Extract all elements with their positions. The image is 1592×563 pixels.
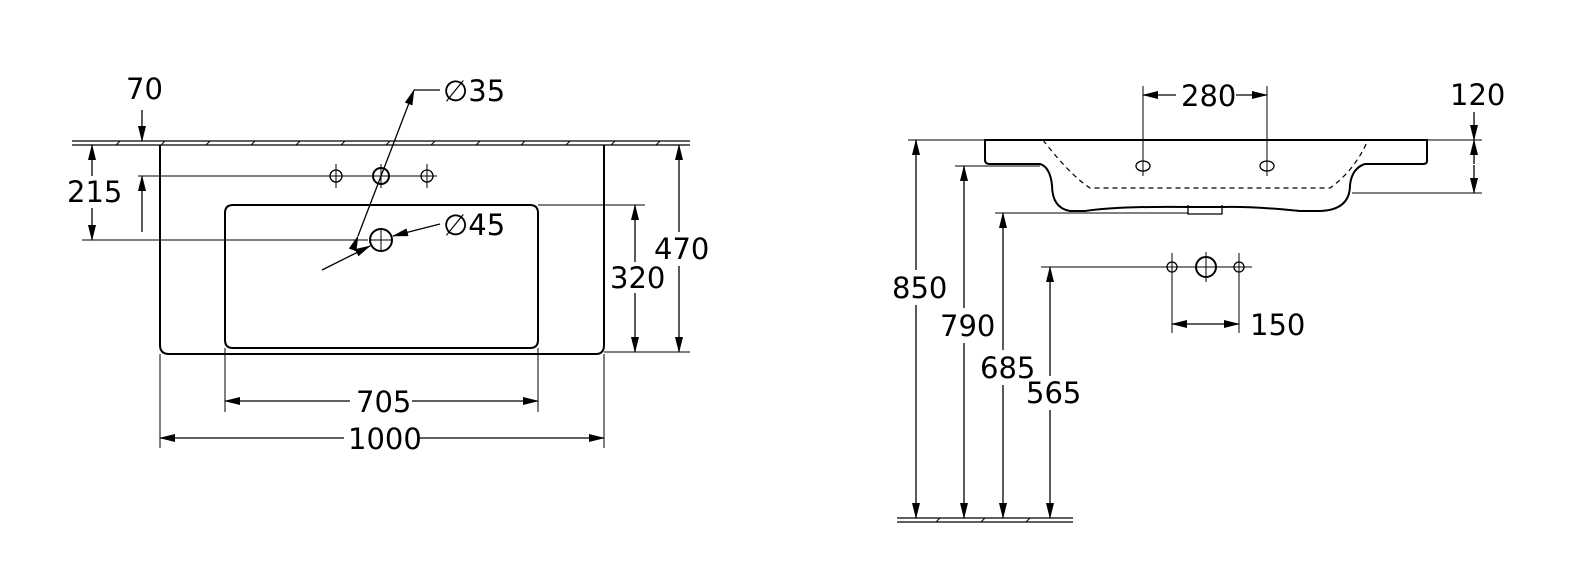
floor-to-underside-label: 790 [940,309,995,343]
floor-line [897,517,1073,523]
basin-section [984,139,1428,212]
basin-outline [159,145,605,355]
tap-offset-label: 215 [67,175,122,209]
outlet-spacing-label: 150 [1250,308,1305,342]
plan-view: ∅35 ∅45 70 215 320 470 705 100 [67,72,709,456]
bowl-outline [224,204,539,349]
outlet-hole-center [1195,252,1217,282]
floor-to-outlet-label: 565 [1026,376,1081,410]
waste-diameter-label: ∅45 [443,208,505,242]
tap-hole-diameter-label: ∅35 [443,74,505,108]
wall-line [72,140,690,146]
floor-to-waste-label: 685 [980,351,1035,385]
depth-from-wall-label: 70 [126,72,163,106]
overall-depth-label: 470 [654,232,709,266]
floor-to-top-label: 850 [892,271,947,305]
side-view: 280 120 150 [892,78,1505,523]
basin-height-label: 120 [1450,78,1505,112]
tap-hole-section-left [1135,86,1151,176]
bowl-hidden-line [1042,139,1369,189]
bowl-depth-label: 320 [610,261,665,295]
overall-width-label: 1000 [348,422,422,456]
tap-spacing-label: 280 [1181,79,1236,113]
tap-hole-section-right [1259,86,1275,176]
waste-hole [369,228,393,252]
bowl-width-label: 705 [356,385,411,419]
